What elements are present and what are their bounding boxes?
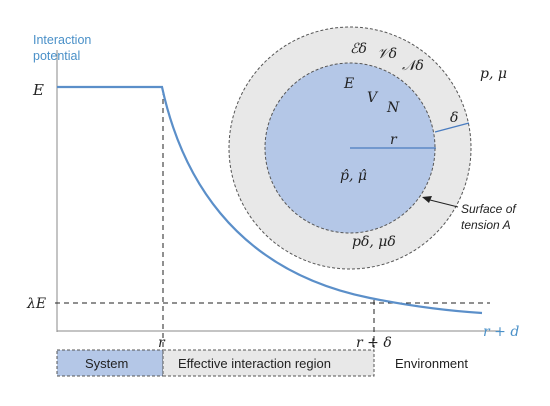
delta-line: [434, 122, 470, 133]
system-box: [56, 349, 164, 377]
shell-symbol-number: 𝒩δ: [402, 58, 424, 74]
tick-label-E: E: [32, 81, 44, 99]
shell-symbol-energy: ℰδ: [350, 41, 367, 57]
system-label: System: [85, 356, 128, 371]
inner-symbol-energy: E: [343, 76, 354, 92]
shell-state-label: pδ, μδ: [352, 234, 396, 250]
environment-label: Environment: [395, 356, 468, 371]
interaction-region-label: Effective interaction region: [178, 356, 331, 371]
environment-state-label: p, μ: [480, 66, 507, 82]
x-axis-label: r + d: [483, 324, 519, 340]
tick-label-r-plus-delta: r + δ: [356, 335, 392, 351]
radius-label: r: [390, 132, 398, 148]
surface-label-line1: Surface of: [461, 202, 517, 216]
shell-symbol-volume: 𝒱δ: [377, 46, 397, 62]
inner-symbol-number: N: [386, 100, 400, 116]
potential-curve: [57, 85, 483, 315]
y-axis-label-line1: Interaction: [33, 33, 91, 47]
inner-state-label: p̂, μ̂: [340, 168, 367, 184]
tick-label-r: r: [158, 335, 166, 351]
inner-symbol-volume: V: [367, 90, 379, 106]
delta-label: δ: [450, 110, 458, 126]
surface-arrow-head: [422, 196, 432, 203]
y-axis-label-line2: potential: [33, 49, 80, 63]
surface-arrow-line: [425, 198, 459, 208]
surface-label-line2: tension A: [461, 218, 511, 232]
interaction-region-box: [162, 349, 375, 377]
tick-label-lambda-E: λE: [26, 296, 46, 312]
